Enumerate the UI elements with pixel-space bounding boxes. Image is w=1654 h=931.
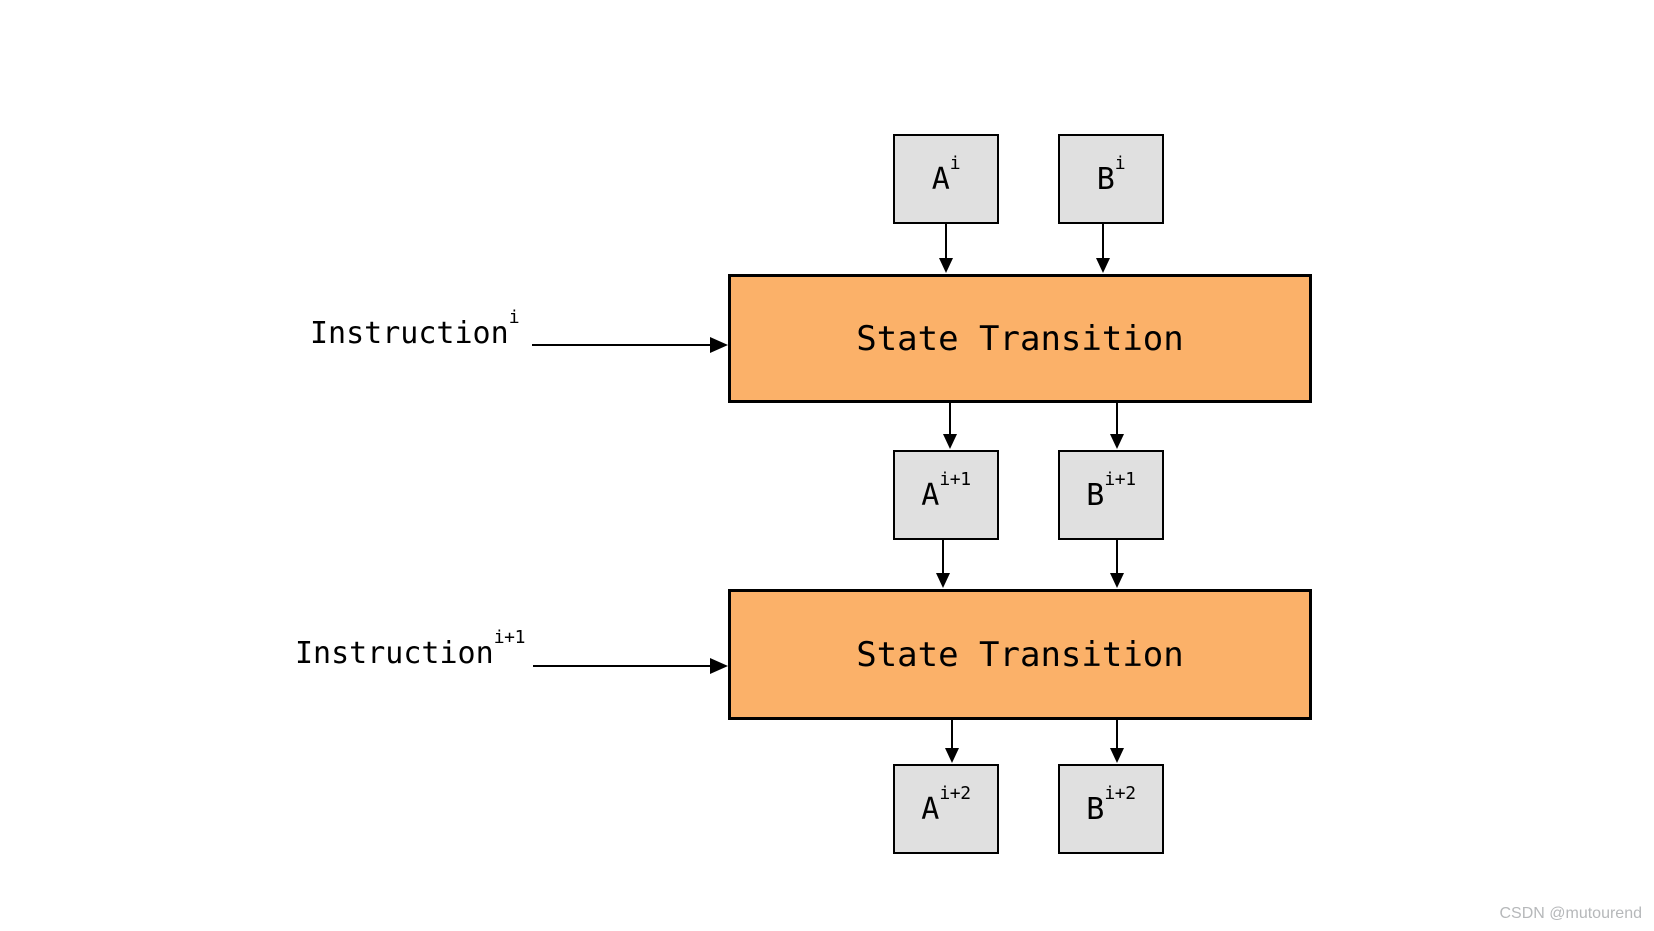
node-a-i2-label: Ai+2 xyxy=(921,784,971,827)
arrow-head xyxy=(1110,434,1124,449)
arrow-state1-to-a-i1 xyxy=(943,403,957,449)
node-superscript: i xyxy=(949,152,961,174)
arrow-shaft xyxy=(1116,540,1118,575)
node-b-i1: Bi+1 xyxy=(1058,450,1164,540)
arrow-b-i1-to-state2 xyxy=(1110,540,1124,588)
arrow-a-i1-to-state2 xyxy=(936,540,950,588)
arrow-head xyxy=(1110,748,1124,763)
node-a-i-label: Ai xyxy=(931,154,961,197)
instruction-superscript: i xyxy=(508,307,520,329)
node-base-text: A xyxy=(931,161,950,197)
state-transition-box-2: State Transition xyxy=(728,589,1312,720)
node-b-i: Bi xyxy=(1058,134,1164,224)
arrow-instruction-i-to-state1 xyxy=(532,337,728,353)
instruction-i1-label: Instructioni+1 xyxy=(295,629,525,671)
watermark-text: CSDN @mutourend xyxy=(1499,905,1642,922)
node-b-i2-label: Bi+2 xyxy=(1086,784,1136,827)
state-transition-2-label: State Transition xyxy=(856,634,1184,675)
arrow-shaft xyxy=(1116,720,1118,750)
arrow-head xyxy=(1110,573,1124,588)
state-transition-1-label: State Transition xyxy=(856,318,1184,359)
arrow-shaft xyxy=(1116,403,1118,436)
node-superscript: i xyxy=(1114,152,1126,174)
arrow-head xyxy=(710,337,728,353)
instruction-i-label: Instructioni xyxy=(310,309,520,351)
arrow-shaft xyxy=(942,540,944,575)
node-base-text: B xyxy=(1096,161,1115,197)
node-base-text: A xyxy=(921,791,940,827)
node-superscript: i+2 xyxy=(1104,782,1136,804)
arrow-shaft xyxy=(533,665,713,667)
node-b-i-label: Bi xyxy=(1096,154,1126,197)
node-a-i1: Ai+1 xyxy=(893,450,999,540)
node-b-i1-label: Bi+1 xyxy=(1086,470,1136,513)
arrow-head xyxy=(945,748,959,763)
arrow-state1-to-b-i1 xyxy=(1110,403,1124,449)
node-superscript: i+1 xyxy=(1104,468,1136,490)
arrow-shaft xyxy=(949,403,951,436)
instruction-base-text: Instruction xyxy=(310,316,509,351)
arrow-b-i-to-state1 xyxy=(1096,224,1110,273)
node-superscript: i+2 xyxy=(939,782,971,804)
arrow-shaft xyxy=(951,720,953,750)
arrow-head xyxy=(939,258,953,273)
node-base-text: B xyxy=(1086,477,1105,513)
arrow-shaft xyxy=(532,344,713,346)
arrow-a-i-to-state1 xyxy=(939,224,953,273)
node-a-i: Ai xyxy=(893,134,999,224)
state-transition-box-1: State Transition xyxy=(728,274,1312,403)
node-superscript: i+1 xyxy=(939,468,971,490)
instruction-base-text: Instruction xyxy=(295,636,494,671)
instruction-superscript: i+1 xyxy=(493,627,526,649)
arrow-head xyxy=(710,658,728,674)
node-base-text: B xyxy=(1086,791,1105,827)
arrow-shaft xyxy=(1102,224,1104,260)
arrow-head xyxy=(1096,258,1110,273)
arrow-head xyxy=(943,434,957,449)
node-base-text: A xyxy=(921,477,940,513)
arrow-head xyxy=(936,573,950,588)
arrow-shaft xyxy=(945,224,947,260)
node-b-i2: Bi+2 xyxy=(1058,764,1164,854)
node-a-i2: Ai+2 xyxy=(893,764,999,854)
arrow-state2-to-b-i2 xyxy=(1110,720,1124,763)
arrow-instruction-i1-to-state2 xyxy=(533,658,728,674)
arrow-state2-to-a-i2 xyxy=(945,720,959,763)
node-a-i1-label: Ai+1 xyxy=(921,470,971,513)
